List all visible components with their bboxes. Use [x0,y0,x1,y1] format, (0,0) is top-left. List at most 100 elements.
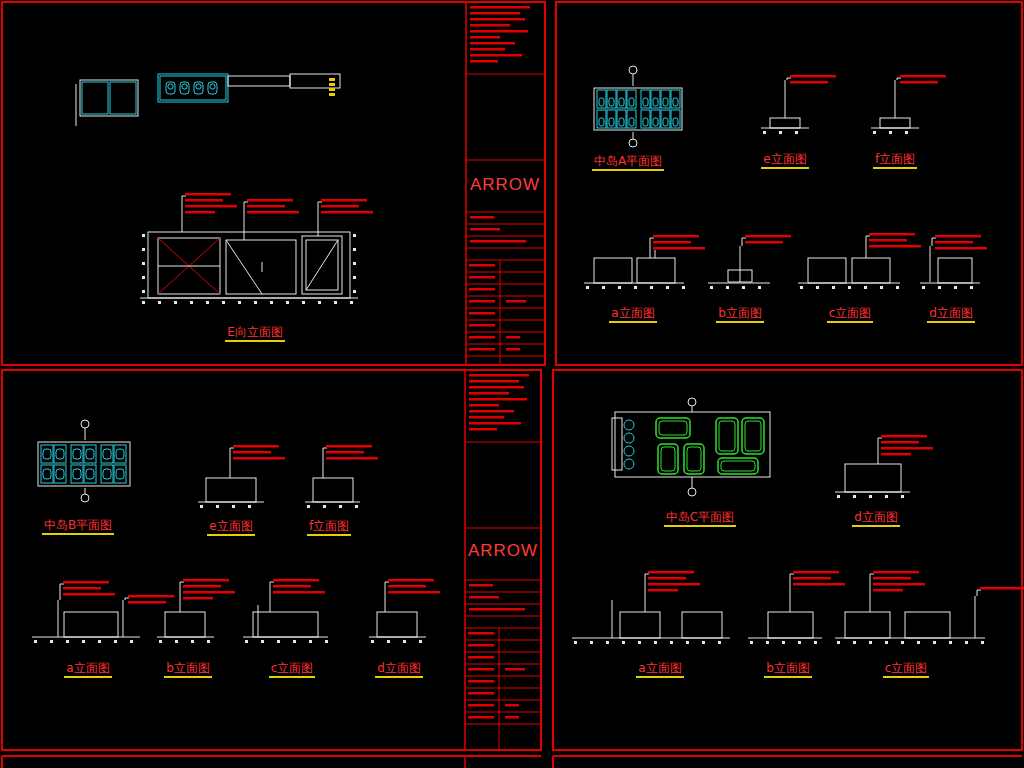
cad-line [835,638,985,639]
note-text-mark [653,241,691,244]
outline-rect [954,286,957,289]
outline-rect [194,82,203,94]
outline-rect [309,640,312,643]
cad-line [466,224,545,225]
outline-rect [880,286,883,289]
cad-line [465,712,541,713]
outline-rect [721,461,755,471]
note-text-mark [233,451,271,454]
cad-line [244,202,245,240]
outline-rect [228,76,290,86]
note-text-mark [793,583,845,586]
cad-line [85,428,86,440]
cad-line [158,238,220,294]
outline-rect [702,641,705,644]
cad-line [465,616,541,617]
note-text-mark [469,608,525,611]
note-text-mark [63,587,101,590]
outline-rect [43,469,51,479]
outline-rect [329,78,335,81]
note-text-mark [935,241,973,244]
outline-rect [949,641,952,644]
note-text-mark [468,680,494,683]
outline-rect [302,301,305,304]
cad-line [182,196,186,197]
note-text-mark [468,668,494,671]
outline-rect [270,301,273,304]
outline-rect [142,248,145,251]
outline-rect [629,118,634,126]
outline-rect [206,478,256,502]
outline-rect [620,612,660,638]
cad-line [464,756,466,768]
outline-rect [661,110,670,128]
drawing-title: E向立面图 [225,325,285,342]
cad-line [645,574,646,612]
note-text-mark [470,216,494,219]
outline-rect [64,612,118,637]
outline-rect [387,640,390,643]
drawing-title: f立面图 [307,519,351,536]
outline-rect [200,505,203,508]
outline-rect [599,118,604,126]
cad-line [742,238,743,246]
outline-rect [84,465,96,483]
outline-rect [880,118,910,128]
outline-rect [353,290,356,293]
outline-rect [651,110,660,128]
outline-rect [86,469,94,479]
cad-line [870,574,874,575]
outline-rect [619,98,624,106]
note-text-mark [470,30,528,33]
cad-line [612,600,613,638]
note-text-mark [247,211,299,214]
outline-rect [637,258,675,283]
cad-line [158,266,220,267]
note-text-mark [273,591,325,594]
cad-line [866,236,867,258]
cad-line [306,240,338,290]
outline-rect [286,301,289,304]
outline-rect [853,495,856,498]
outline-rect [160,76,226,100]
cad-line [835,492,910,493]
cad-line [466,344,545,345]
cad-line [465,652,541,653]
outline-rect [710,286,713,289]
note-text-mark [470,6,530,9]
sheet-border [2,2,545,365]
note-text-mark [469,300,495,303]
outline-rect [313,478,353,502]
outline-rect [245,640,248,643]
note-text-mark [900,81,938,84]
drawing-title: d立面图 [375,661,423,678]
outline-rect [334,301,337,304]
note-text-mark [326,451,364,454]
sheet-border [556,2,1022,365]
cad-line [871,128,919,129]
outline-rect [350,301,353,304]
cad-line [465,592,541,593]
cad-line [878,438,882,439]
outline-rect [190,301,193,304]
cad-line [466,248,545,249]
cad-line [790,574,794,575]
drawing-title: e立面图 [207,519,254,536]
drawing-title: b立面图 [716,306,764,323]
outline-rect [853,641,856,644]
note-text-mark [506,336,520,339]
note-text-mark [793,577,831,580]
cad-line [262,262,263,272]
outline-rect [142,290,145,293]
outline-rect [355,505,358,508]
outline-rect [634,286,637,289]
cad-line [655,250,656,258]
outline-rect [742,418,764,454]
cad-line [466,74,545,75]
note-text-mark [900,75,946,78]
outline-rect [142,276,145,279]
outline-rect [654,641,657,644]
outline-rect [597,90,606,108]
cad-line [243,637,328,638]
note-text-mark [506,348,520,351]
